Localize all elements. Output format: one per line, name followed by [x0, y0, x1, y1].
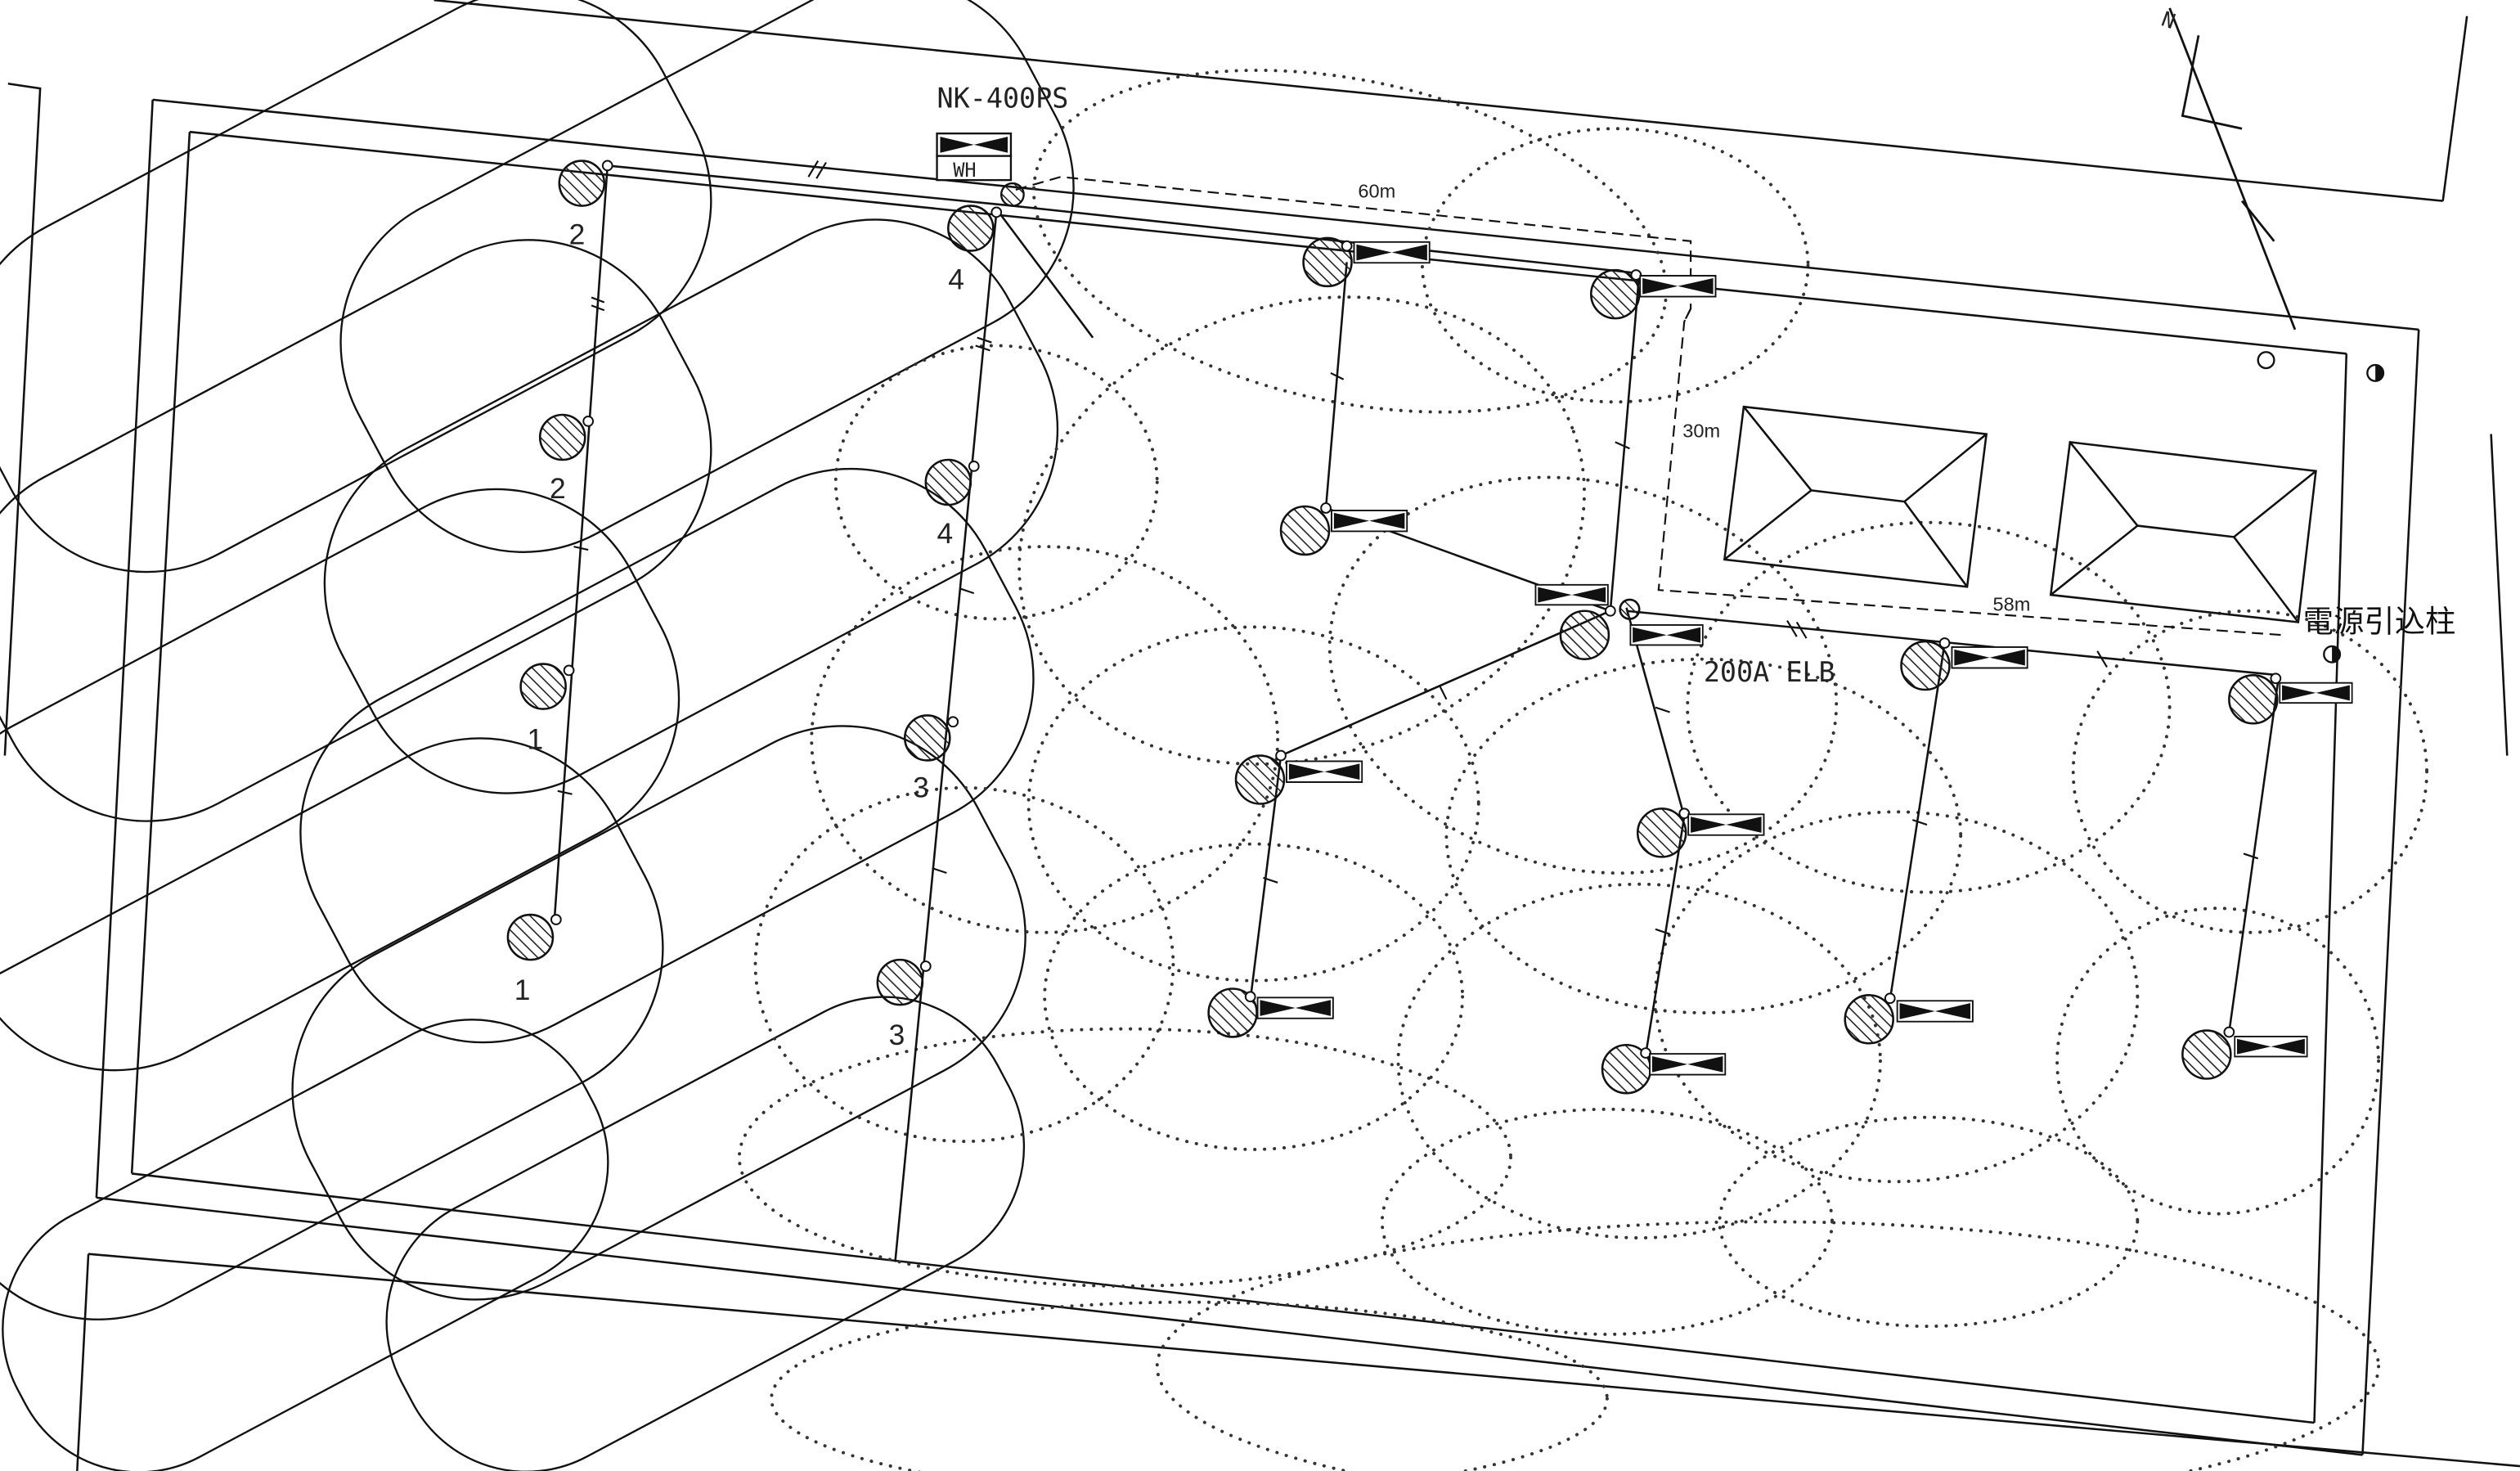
lamp-fixture	[538, 413, 595, 461]
north-arrow: N	[2158, 7, 2297, 331]
light-distribution-solid	[0, 0, 1075, 1471]
lamp-fixture	[1234, 749, 1363, 805]
site-boundary	[3, 0, 2520, 1471]
lamp-fixture	[558, 160, 613, 207]
lamp-fixture	[924, 458, 980, 506]
lamp-fixture	[876, 958, 932, 1006]
lamp-fixture	[1534, 583, 1616, 660]
lamp-fixture	[1589, 268, 1717, 320]
lamp-fixture	[947, 205, 1003, 252]
distribution-junction	[1619, 598, 1704, 646]
circuit-number: 4	[937, 518, 954, 550]
circuit-numbers: 2 4 2 4 1 3 1 3	[514, 219, 964, 1052]
breaker-label: 200A ELB	[1704, 656, 1835, 688]
circuit-number: 1	[527, 724, 543, 756]
dimension-lines	[1015, 176, 2283, 637]
circuit-number: 4	[948, 264, 964, 296]
lamp-fixture	[903, 714, 959, 762]
lamp-fixture	[2181, 1026, 2308, 1080]
power-pole-label: 電源引込柱	[2303, 603, 2456, 639]
lamp-fixture	[1636, 807, 1765, 858]
building-1	[1723, 405, 1988, 588]
dimension-58m: 58m	[1993, 594, 2031, 615]
lamp-fixture	[1302, 236, 1431, 288]
circuit-number: 2	[569, 219, 586, 251]
lamp-fixture	[1207, 987, 1334, 1038]
lamp-fixture	[506, 913, 562, 961]
building-2	[2049, 440, 2317, 623]
lead-in-pole	[2323, 645, 2342, 664]
wire-ticks	[557, 160, 2259, 935]
pole-model-label: NK-400PS	[937, 83, 1069, 115]
lamp-fixture	[1601, 1043, 1727, 1095]
circuit-number: 3	[913, 772, 929, 804]
dimension-60m: 60m	[1358, 181, 1395, 202]
meter-box: WH	[936, 132, 1025, 207]
meter-label: WH	[953, 159, 976, 182]
lamp-group-left	[506, 160, 1003, 1006]
pole-marker-icon	[2257, 351, 2275, 370]
circuit-number: 2	[550, 473, 566, 505]
lamp-group-right	[1207, 236, 2353, 1095]
lamp-fixture	[2228, 673, 2353, 725]
circuit-number: 1	[514, 974, 531, 1006]
lamp-fixture	[1900, 637, 2028, 691]
circuit-number: 3	[889, 1019, 905, 1051]
lamp-fixture	[519, 663, 575, 710]
lamp-fixture	[1279, 502, 1408, 556]
dimension-30m: 30m	[1682, 421, 1720, 442]
lamp-fixture	[1844, 992, 1974, 1045]
light-distribution-dotted	[737, 68, 2428, 1471]
half-filled-marker-icon	[2366, 363, 2385, 382]
